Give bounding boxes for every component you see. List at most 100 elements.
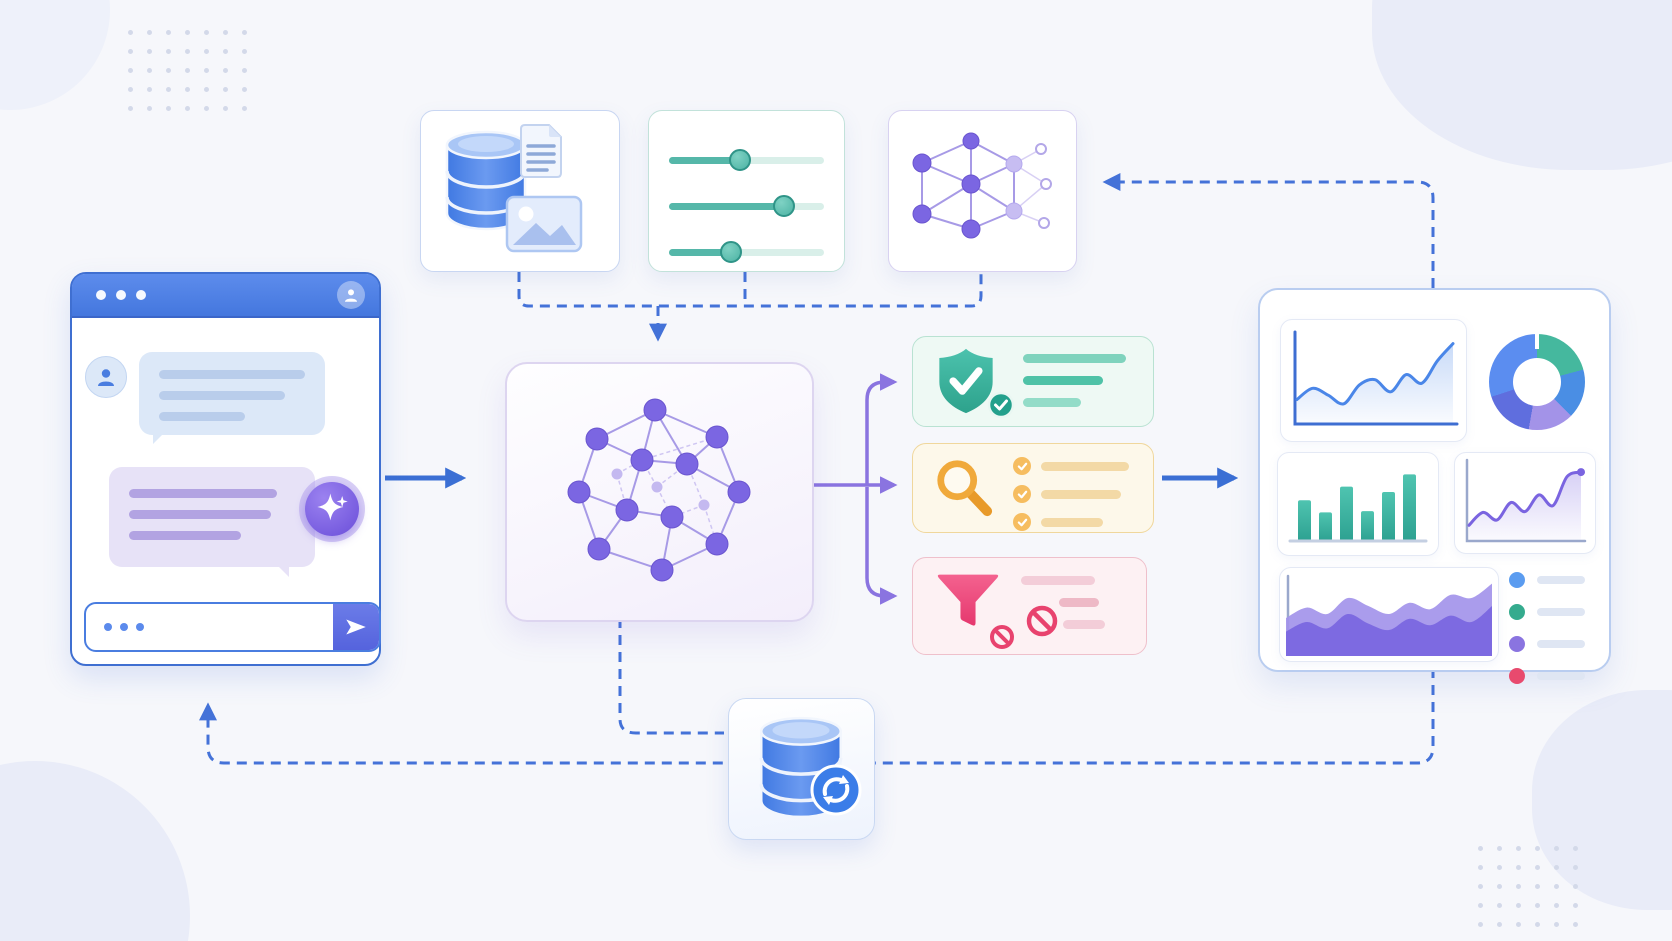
placeholder-line xyxy=(1041,517,1103,527)
slider-fill xyxy=(669,157,740,164)
slider-fill xyxy=(669,249,731,256)
send-icon xyxy=(346,619,366,635)
placeholder-line xyxy=(1023,398,1081,407)
legend-label-line xyxy=(1537,576,1585,584)
purple-line-chart xyxy=(1465,458,1587,543)
placeholder-line xyxy=(129,489,277,498)
area-chart xyxy=(1286,574,1492,656)
checklist-row xyxy=(1013,485,1129,503)
bar-chart-card xyxy=(1277,452,1439,556)
placeholder-line xyxy=(159,412,245,421)
legend-dot xyxy=(1509,668,1525,684)
prohibition-icon-large xyxy=(1026,605,1058,637)
user-avatar-icon xyxy=(337,281,365,309)
checklist-row xyxy=(1013,513,1129,531)
message-input[interactable] xyxy=(84,602,381,652)
prohibition-icon-small xyxy=(990,625,1014,649)
legend-row xyxy=(1509,668,1585,684)
decor-blob-top-left xyxy=(0,0,110,110)
model-graph-card xyxy=(888,110,1077,272)
legend-label-line xyxy=(1537,608,1585,616)
database-sync-card xyxy=(728,698,875,840)
slider-handle[interactable] xyxy=(773,195,795,217)
placeholder-line xyxy=(1041,489,1121,499)
slider-handle[interactable] xyxy=(720,241,742,263)
magnifier-icon xyxy=(937,460,993,517)
send-button[interactable] xyxy=(333,604,379,650)
dot xyxy=(136,290,146,300)
shield-check-icon xyxy=(939,348,993,414)
window-control-dots[interactable] xyxy=(96,290,146,300)
placeholder-line xyxy=(129,510,271,519)
placeholder-line xyxy=(1041,461,1129,471)
decor-dot-grid xyxy=(128,30,247,111)
slider-fill xyxy=(669,203,784,210)
document-icon xyxy=(520,124,562,178)
core-model-card xyxy=(505,362,814,622)
placeholder-line xyxy=(159,391,285,400)
user-message-placeholder-lines xyxy=(159,370,305,421)
placeholder-line xyxy=(1021,576,1095,585)
dot xyxy=(136,623,144,631)
check-circle-icon xyxy=(1013,513,1031,531)
bar-chart xyxy=(1288,474,1428,543)
placeholder-line xyxy=(129,531,241,540)
line-chart-card xyxy=(1280,319,1467,442)
check-badge-icon xyxy=(987,391,1015,419)
placeholder-line xyxy=(159,370,305,379)
inspection-checklist xyxy=(1013,457,1129,531)
legend-label-line xyxy=(1537,640,1585,648)
parameters-card xyxy=(648,110,845,272)
image-icon xyxy=(505,195,583,253)
typing-dots xyxy=(86,623,144,631)
dot xyxy=(96,290,106,300)
ai-sparkle-badge xyxy=(299,476,365,542)
dot xyxy=(116,290,126,300)
user-message-bubble xyxy=(139,352,325,444)
ai-message-placeholder-lines xyxy=(129,489,277,540)
parameter-slider-1[interactable] xyxy=(669,149,824,171)
mini-network-graph xyxy=(912,132,1052,239)
donut-chart xyxy=(1489,333,1585,430)
legend-row xyxy=(1509,636,1585,652)
ai-sparkle-icon xyxy=(305,482,359,536)
check-circle-icon xyxy=(1013,457,1031,475)
chat-window-titlebar xyxy=(72,274,379,318)
placeholder-line xyxy=(1059,598,1099,607)
neural-network-graph xyxy=(567,398,751,582)
decor-dot-grid xyxy=(1478,846,1578,927)
placeholder-line xyxy=(1023,354,1126,363)
filtering-placeholder-lines xyxy=(1021,576,1105,629)
sync-icon xyxy=(810,764,862,816)
chart-legend xyxy=(1509,572,1585,684)
decor-blob-bottom-left xyxy=(0,761,190,941)
legend-label-line xyxy=(1537,672,1585,680)
chat-window xyxy=(70,272,381,666)
filtering-card xyxy=(912,557,1147,655)
purple-line-chart-card xyxy=(1454,452,1596,554)
checklist-row xyxy=(1013,457,1129,475)
slider-track xyxy=(669,249,824,256)
check-circle-icon xyxy=(1013,485,1031,503)
funnel-icon xyxy=(937,574,999,626)
line-chart xyxy=(1293,330,1459,426)
legend-row xyxy=(1509,604,1585,620)
validation-card xyxy=(912,336,1154,427)
legend-dot xyxy=(1509,604,1525,620)
parameter-slider-2[interactable] xyxy=(669,195,824,217)
placeholder-line xyxy=(1023,376,1103,385)
parameter-slider-3[interactable] xyxy=(669,241,824,263)
database-icon xyxy=(445,130,527,231)
ai-message-bubble xyxy=(109,467,315,577)
slider-handle[interactable] xyxy=(729,149,751,171)
analytics-dashboard xyxy=(1258,288,1611,684)
legend-row xyxy=(1509,572,1585,588)
dot xyxy=(104,623,112,631)
decor-blob-top-right xyxy=(1372,0,1672,170)
dot xyxy=(120,623,128,631)
message-avatar-icon xyxy=(85,356,127,398)
placeholder-line xyxy=(1063,620,1105,629)
validation-placeholder-lines xyxy=(1023,354,1126,407)
area-chart-card xyxy=(1279,567,1499,662)
